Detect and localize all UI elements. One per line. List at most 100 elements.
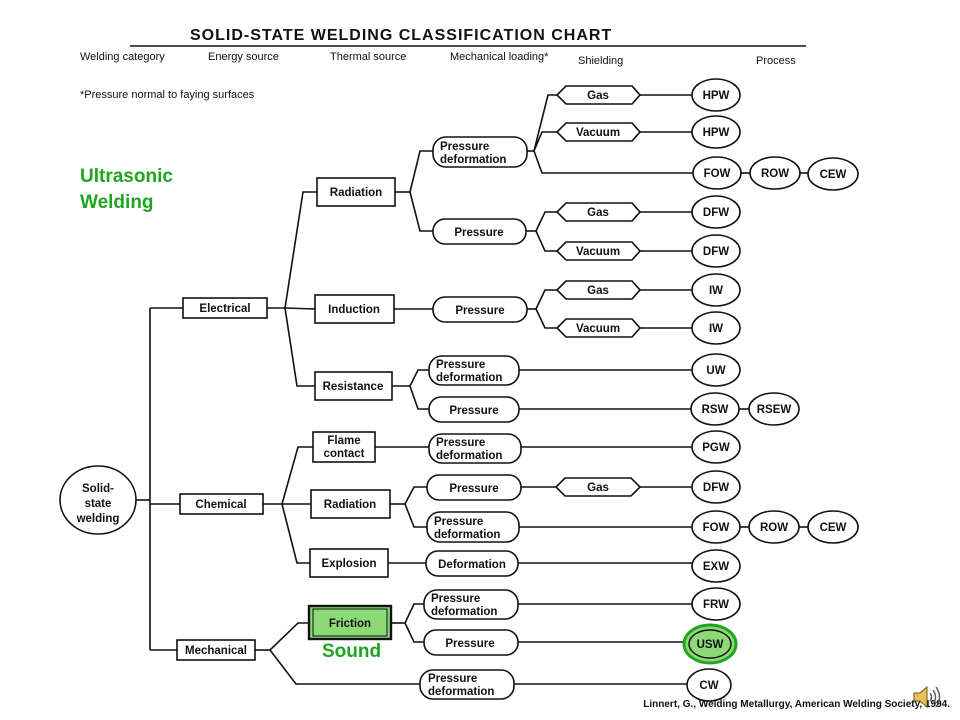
shield-label-7: Gas	[587, 482, 609, 494]
process-label-usw: USW	[697, 639, 724, 651]
loading-pill-1	[432, 136, 528, 168]
shield-tag-3	[555, 202, 642, 222]
thermal-friction-box	[307, 604, 393, 641]
process-node-hpw-1	[691, 78, 741, 112]
loading-pill-7	[426, 474, 522, 501]
shield-tag-5	[555, 280, 642, 300]
process-node-uw	[691, 353, 741, 387]
shield-tag-7	[554, 477, 642, 497]
thermal-induction-box	[314, 294, 395, 324]
shield-label-1: Gas	[587, 90, 609, 102]
process-nodes: HPW HPW FOW ROW CEW DFW DFW IW IW UW RSW…	[682, 78, 859, 702]
process-node-iw-2	[691, 311, 741, 345]
energy-chemical-label: Chemical	[195, 499, 246, 511]
energy-mechanical-box	[176, 639, 256, 661]
energy-electrical-box	[182, 297, 268, 319]
thermal-friction-label: Friction	[329, 618, 371, 630]
process-node-usw-inner	[688, 629, 732, 659]
loading-pill-11	[423, 629, 519, 656]
root-node	[59, 465, 137, 535]
process-label-fow-1: FOW	[704, 168, 731, 180]
loading-pill-12	[419, 669, 515, 700]
process-node-dfw-2	[691, 234, 741, 268]
process-node-cew-2	[807, 510, 859, 544]
process-label-row-1: ROW	[761, 168, 789, 180]
thermal-explosion-label: Explosion	[322, 558, 377, 570]
process-label-row-2: ROW	[760, 522, 788, 534]
loading-pill-3	[432, 296, 528, 323]
header-process: Process	[756, 55, 796, 67]
loading-label-2: Pressure	[454, 227, 503, 239]
connector-lines	[136, 94, 808, 685]
chart-title: SOLID-STATE WELDING CLASSIFICATION CHART	[190, 27, 612, 44]
header-welding-category: Welding category	[80, 51, 165, 63]
thermal-radiation-chemical-label: Radiation	[324, 499, 376, 511]
thermal-radiation-chemical-box	[310, 489, 391, 519]
process-label-rsw: RSW	[702, 404, 729, 416]
process-node-frw	[691, 587, 741, 621]
process-node-usw	[682, 623, 738, 665]
loading-label-5: Pressure	[449, 405, 498, 417]
process-node-hpw-2	[691, 115, 741, 149]
process-label-cew-1: CEW	[820, 169, 847, 181]
process-label-cew-2: CEW	[820, 522, 847, 534]
loading-pill-4	[428, 355, 520, 386]
citation: Linnert, G., Welding Metallurgy, America…	[643, 699, 950, 710]
process-label-frw: FRW	[703, 599, 729, 611]
loading-pill-2	[432, 218, 527, 245]
speaker-icon[interactable]	[912, 684, 942, 710]
shield-tag-4	[555, 241, 642, 261]
thermal-radiation-electrical-label: Radiation	[330, 187, 382, 199]
process-node-row-2	[748, 510, 800, 544]
shield-label-4: Vacuum	[576, 246, 620, 258]
process-label-dfw-3: DFW	[703, 482, 729, 494]
process-label-pgw: PGW	[702, 442, 730, 454]
thermal-induction-label: Induction	[328, 304, 380, 316]
header-shielding: Shielding	[578, 55, 623, 67]
shield-tag-2	[555, 122, 642, 142]
thermal-explosion-box	[309, 548, 389, 578]
energy-electrical-label: Electrical	[199, 303, 250, 315]
loading-pill-9	[425, 550, 519, 577]
shield-tag-6	[555, 318, 642, 338]
process-node-pgw	[691, 430, 741, 464]
shield-label-6: Vacuum	[576, 323, 620, 335]
ultrasonic-welding-annotation: Ultrasonic Welding	[80, 166, 173, 213]
process-node-cew-1	[807, 157, 859, 191]
thermal-friction-inner-border	[312, 608, 388, 637]
process-label-hpw-2: HPW	[703, 127, 730, 139]
footnote: *Pressure normal to faying surfaces	[80, 89, 255, 101]
process-node-iw-1	[691, 273, 741, 307]
header-energy-source: Energy source	[208, 51, 279, 63]
shield-label-5: Gas	[587, 285, 609, 297]
process-label-exw: EXW	[703, 561, 729, 573]
process-label-iw-2: IW	[709, 323, 723, 335]
loading-pill-6	[428, 433, 522, 464]
process-label-dfw-1: DFW	[703, 207, 729, 219]
shield-tag-1	[555, 85, 642, 105]
shield-label-3: Gas	[587, 207, 609, 219]
thermal-radiation-electrical-box	[316, 177, 396, 207]
process-node-dfw-1	[691, 195, 741, 229]
process-label-rsew: RSEW	[757, 404, 792, 416]
process-label-fow-2: FOW	[703, 522, 730, 534]
process-node-row-1	[749, 156, 801, 190]
loading-label-7: Pressure	[449, 483, 498, 495]
process-node-fow-2	[691, 510, 741, 544]
process-node-fow-1	[692, 156, 742, 190]
process-label-uw: UW	[706, 365, 725, 377]
thermal-resistance-label: Resistance	[323, 381, 384, 393]
loading-label-11: Pressure	[445, 638, 494, 650]
process-label-hpw-1: HPW	[703, 90, 730, 102]
loading-label-3: Pressure	[455, 305, 504, 317]
process-label-iw-1: IW	[709, 285, 723, 297]
header-thermal-source: Thermal source	[330, 51, 406, 63]
process-node-rsw	[690, 392, 740, 426]
shield-label-2: Vacuum	[576, 127, 620, 139]
